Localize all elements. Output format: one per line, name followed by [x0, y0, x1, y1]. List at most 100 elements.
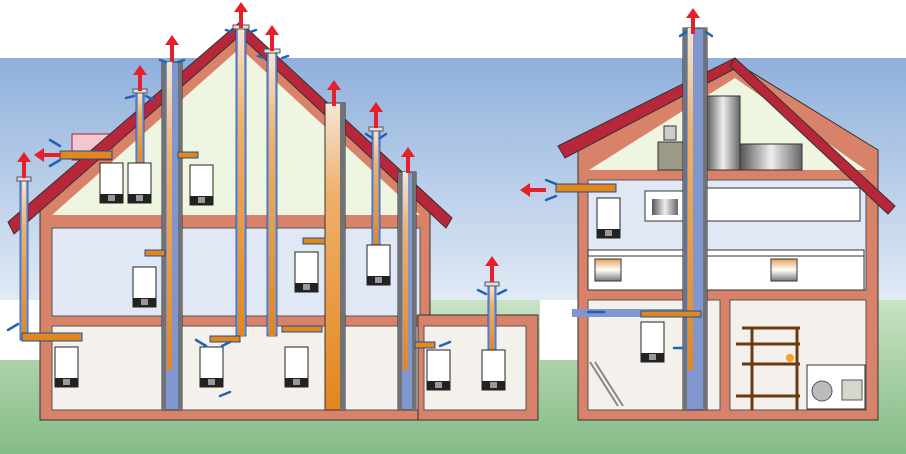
exhaust-arrow-icon — [401, 147, 415, 173]
air-intake-arrow-icon — [704, 30, 714, 38]
boiler-display — [208, 379, 215, 385]
background-top — [0, 0, 906, 58]
air-intake-arrow-icon — [248, 28, 258, 34]
shower — [705, 95, 741, 171]
flue-connector — [640, 310, 702, 318]
flue-inner — [269, 52, 275, 336]
boiler-display — [63, 379, 70, 385]
boiler-icon — [132, 266, 157, 308]
air-intake-arrow-icon — [544, 178, 558, 186]
flue-connector — [209, 335, 241, 343]
boiler-icon — [284, 346, 309, 388]
boiler-icon — [481, 349, 506, 391]
chimney-wall — [398, 172, 402, 410]
air-intake-duct — [572, 309, 697, 317]
flue-connector — [414, 341, 436, 349]
air-intake-arrow-icon — [6, 322, 20, 332]
exhaust-arrow-icon — [265, 25, 279, 51]
chimney-wall — [683, 28, 687, 410]
boiler-display — [435, 382, 442, 388]
air-intake-arrow-icon — [438, 340, 452, 348]
air-intake-arrow-icon — [364, 132, 374, 140]
exhaust-arrow-icon — [369, 102, 383, 128]
boiler-icon — [596, 197, 621, 239]
exhaust-arrow-icon — [520, 183, 546, 197]
boiler-display — [375, 277, 382, 283]
air-intake-arrow-icon — [280, 54, 290, 60]
bathtub — [739, 143, 803, 171]
boiler-icon — [199, 346, 224, 388]
orange — [786, 354, 794, 362]
air-intake-arrow-icon — [224, 28, 234, 34]
exhaust-arrow-icon — [485, 256, 499, 282]
desk — [657, 141, 685, 171]
flue-connector — [59, 150, 113, 160]
air-intake-arrow-icon — [678, 30, 688, 38]
shelf-unit — [736, 326, 800, 410]
flue-inner — [238, 28, 244, 336]
flow-arrows — [6, 2, 714, 398]
flue-connector — [555, 183, 617, 193]
exhaust-arrow-icon — [327, 80, 341, 106]
flue-inner — [138, 92, 142, 165]
exhaust-arrow-icon — [17, 152, 31, 178]
boiler-icon — [426, 349, 451, 391]
flue-inner — [22, 180, 26, 340]
flue-liner — [403, 172, 408, 370]
chimney-wall — [703, 28, 707, 410]
flue-terminal — [484, 281, 500, 287]
chimney-wall — [412, 172, 416, 410]
boiler-icon — [54, 346, 79, 388]
exhaust-arrow-icon — [686, 8, 700, 34]
air-intake-arrow-icon — [124, 94, 136, 100]
base-cabinets — [587, 255, 865, 291]
boiler-display — [605, 230, 612, 236]
air-intake-arrow-icon — [544, 194, 558, 202]
flue-liner — [688, 28, 693, 370]
chimney-wall — [178, 62, 182, 410]
boiler-display — [198, 197, 205, 203]
flue-connector — [281, 325, 323, 333]
boilers — [54, 162, 665, 391]
flue-connector — [144, 249, 166, 257]
flue-connector — [21, 332, 83, 342]
air-intake-arrow-icon — [496, 288, 508, 296]
air-intake-arrow-icon — [218, 390, 232, 398]
air-intake-arrow-icon — [158, 58, 168, 64]
exhaust-arrow-icon — [165, 35, 179, 61]
oven-2 — [770, 258, 798, 282]
oven-1 — [594, 258, 622, 282]
air-intake-arrow-icon — [194, 338, 208, 348]
boiler-display — [490, 382, 497, 388]
exhaust-arrow-icon — [133, 65, 147, 91]
flue-connector — [302, 237, 326, 245]
right-roof-right — [729, 57, 896, 215]
boiler-display — [649, 354, 656, 360]
flue-inner — [490, 285, 494, 352]
boiler-display — [303, 284, 310, 290]
right-house — [557, 57, 896, 421]
boiler-display — [136, 195, 143, 201]
air-intake-arrow-icon — [476, 288, 488, 296]
air-intake-arrow-icon — [48, 158, 62, 168]
computer — [663, 125, 677, 141]
air-intake-arrow-icon — [144, 94, 156, 102]
air-intake-arrow-icon — [378, 132, 388, 140]
boiler-icon — [127, 162, 152, 204]
chimney-wall — [162, 62, 166, 410]
air-intake-arrow-icon — [220, 340, 232, 348]
boiler-icon — [189, 164, 214, 206]
air-intake-arrow-icon — [176, 58, 186, 64]
flue-wall — [340, 103, 345, 410]
boiler-icon — [640, 321, 665, 363]
air-intake-arrow-icon — [256, 54, 266, 60]
boiler-display — [108, 195, 115, 201]
boiler-icon — [294, 251, 319, 293]
flue-inner — [374, 130, 378, 246]
exhaust-arrow-icon — [234, 2, 248, 28]
boiler-display — [141, 299, 148, 305]
countertop — [587, 249, 865, 257]
flue-liner — [167, 62, 172, 370]
